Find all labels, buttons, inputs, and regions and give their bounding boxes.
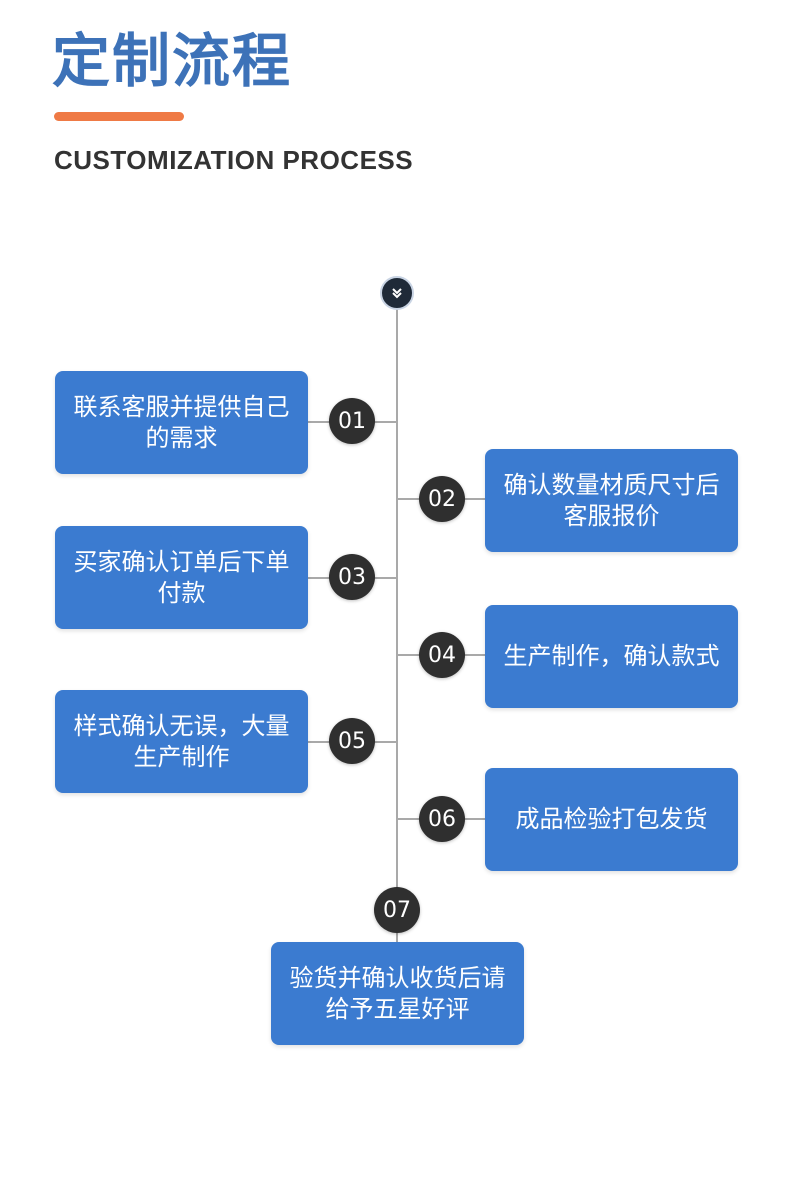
step-text-5: 样式确认无误，大量生产制作 (73, 711, 290, 771)
step-text-4: 生产制作，确认款式 (503, 642, 720, 670)
step-number-3: 03 (329, 554, 375, 600)
step-box-2: 确认数量材质尺寸后客服报价 (485, 449, 738, 552)
step-box-7: 验货并确认收货后请给予五星好评 (271, 942, 524, 1045)
step-box-6: 成品检验打包发货 (485, 768, 738, 871)
page-subtitle: CUSTOMIZATION PROCESS (54, 145, 414, 175)
step-box-5: 样式确认无误，大量生产制作 (55, 690, 308, 793)
double-chevron-down-icon (380, 276, 414, 310)
step-number-7: 07 (374, 887, 420, 933)
step-number-4: 04 (419, 632, 465, 678)
step-text-7: 验货并确认收货后请给予五星好评 (289, 963, 506, 1023)
step-text-6: 成品检验打包发货 (515, 805, 708, 833)
step-number-6: 06 (419, 796, 465, 842)
step-text-3: 买家确认订单后下单付款 (73, 547, 290, 607)
step-box-3: 买家确认订单后下单付款 (55, 526, 308, 629)
timeline-spine (396, 296, 398, 946)
step-text-1: 联系客服并提供自己的需求 (73, 392, 290, 452)
step-text-2: 确认数量材质尺寸后客服报价 (503, 470, 720, 530)
step-box-1: 联系客服并提供自己的需求 (55, 371, 308, 474)
title-underline (54, 112, 184, 121)
step-number-2: 02 (419, 476, 465, 522)
page-title: 定制流程 (52, 27, 293, 95)
step-number-1: 01 (329, 398, 375, 444)
step-number-5: 05 (329, 718, 375, 764)
step-box-4: 生产制作，确认款式 (485, 605, 738, 708)
